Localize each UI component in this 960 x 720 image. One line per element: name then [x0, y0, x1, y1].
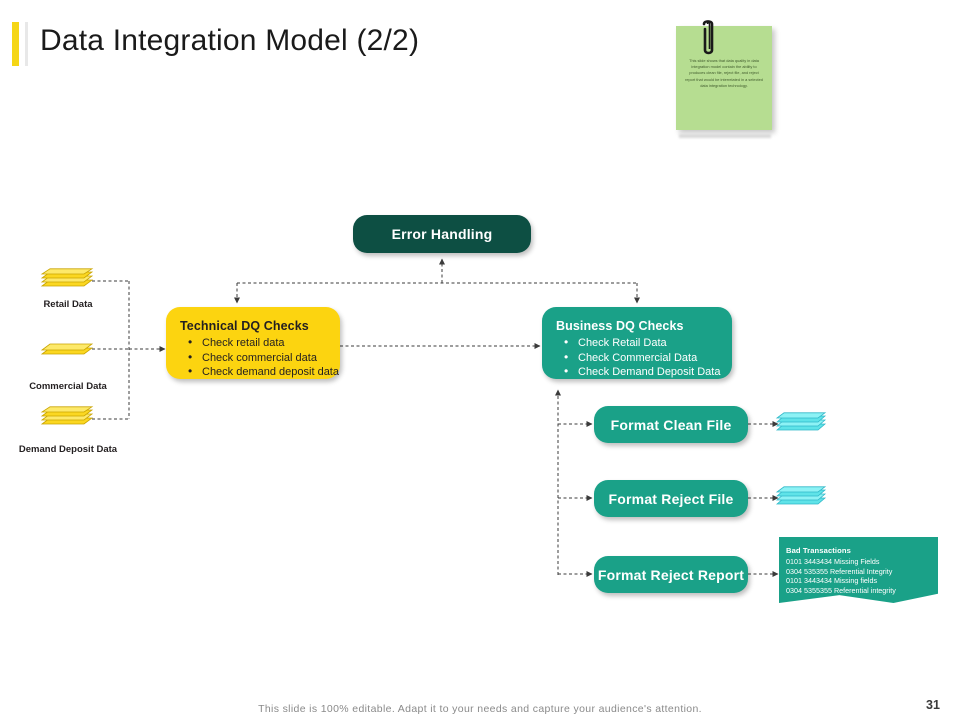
page-title: Data Integration Model (2/2): [40, 24, 420, 57]
footer-note: This slide is 100% editable. Adapt it to…: [258, 703, 702, 715]
file-stack-icon-clean: [775, 412, 827, 436]
file-stack-icon-reject: [775, 486, 827, 510]
title-accent-bar: [12, 22, 19, 66]
list-item: Check demand deposit data: [180, 364, 340, 380]
bad-transactions-title: Bad Transactions: [786, 546, 851, 555]
data-stack-icon-commercial: [40, 340, 94, 366]
list-item: 0101 3443434 Missing fields: [786, 576, 878, 585]
bad-transactions-lines: 0101 3443434 Missing Fields 0304 535355 …: [786, 557, 896, 595]
paperclip-icon: [702, 20, 714, 55]
data-stack-icon-demand-deposit: [40, 406, 94, 432]
list-item: Check Commercial Data: [556, 350, 732, 366]
list-item: Check retail data: [180, 335, 340, 351]
list-item: 0304 535355 Referential Integrity: [786, 566, 893, 576]
technical-dq-checks-list: Check retail data Check commercial data …: [180, 335, 340, 380]
title-bar: Data Integration Model (2/2): [0, 0, 960, 90]
data-source-label-demand-deposit: Demand Deposit Data: [18, 444, 118, 455]
list-item: 0101 3443434 Missing Fields: [786, 557, 880, 566]
node-format-reject-report[interactable]: Format Reject Report: [594, 556, 748, 593]
node-format-clean-file-label: Format Clean File: [610, 416, 732, 433]
sticky-note-shadow: [679, 134, 771, 138]
node-format-reject-file[interactable]: Format Reject File: [594, 480, 748, 517]
node-error-handling[interactable]: Error Handling: [353, 215, 531, 253]
list-item: Check Retail Data: [556, 335, 732, 351]
technical-dq-checks-title: Technical DQ Checks: [180, 319, 309, 333]
node-format-reject-report-label: Format Reject Report: [597, 566, 745, 583]
business-dq-checks-list: Check Retail Data Check Commercial Data …: [556, 335, 732, 380]
node-technical-dq-checks[interactable]: Technical DQ Checks Check retail data Ch…: [166, 307, 340, 379]
node-format-clean-file[interactable]: Format Clean File: [594, 406, 748, 443]
title-accent-bar-secondary: [25, 22, 28, 66]
data-source-label-retail: Retail Data: [43, 299, 93, 310]
report-icon-bad-transactions: [779, 537, 938, 603]
list-item: Check Demand Deposit Data: [556, 364, 732, 380]
data-stack-icon-retail: [40, 268, 94, 294]
data-source-label-commercial: Commercial Data: [29, 381, 107, 392]
business-dq-checks-title: Business DQ Checks: [556, 319, 684, 333]
node-error-handling-label: Error Handling: [391, 226, 493, 242]
list-item: 0304 5355355 Referential integrity: [786, 585, 896, 595]
node-business-dq-checks[interactable]: Business DQ Checks Check Retail Data Che…: [542, 307, 732, 379]
node-format-reject-file-label: Format Reject File: [608, 490, 734, 507]
list-item: Check commercial data: [180, 350, 340, 366]
page-number: 31: [926, 698, 940, 712]
sticky-note-text: This slide shows that data quality in da…: [685, 58, 763, 88]
